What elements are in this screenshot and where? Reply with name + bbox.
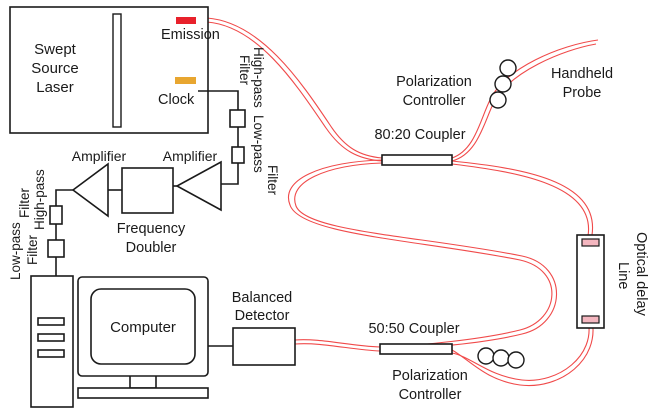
drive-bay-3	[37, 349, 65, 358]
doubler-label: Doubler	[126, 240, 177, 256]
coupler-50-50-label: 50:50 Coupler	[368, 321, 459, 337]
coupler-80-20	[381, 154, 453, 166]
delay-mirror-bottom	[581, 315, 600, 324]
fiber-emission	[206, 17, 383, 159]
balanced-detector	[232, 327, 296, 366]
pol-ctrl-bottom-label-2: Controller	[399, 387, 462, 403]
frequency-label: Frequency	[117, 221, 186, 237]
clock-marker	[175, 77, 196, 84]
polarization-controller-bottom	[477, 347, 525, 369]
line-label: Line	[615, 262, 631, 289]
fiber-delay-return	[451, 319, 594, 387]
fiber-loop	[287, 159, 553, 349]
low-pass-filter-right	[231, 146, 245, 164]
laser-label-1: Swept	[34, 41, 77, 58]
coupler-50-50	[379, 343, 453, 355]
emission-label: Emission	[161, 27, 220, 43]
handheld-label: Handheld	[551, 66, 613, 82]
low-pass-filter-left	[47, 239, 65, 258]
frequency-doubler	[121, 167, 174, 214]
amplifier-right	[175, 160, 222, 212]
optical-delay-label: Optical delay	[633, 232, 649, 317]
high-pass-label-left: High-pass	[32, 169, 47, 230]
keyboard	[77, 387, 209, 399]
delay-mirror-top	[581, 238, 600, 247]
laser-label-3: Laser	[36, 79, 74, 96]
swept-source-laser	[9, 6, 209, 134]
drive-bay-2	[37, 333, 65, 342]
computer-label: Computer	[110, 319, 176, 336]
emission-marker	[176, 17, 196, 24]
high-pass-filter-left	[49, 205, 63, 225]
amplifier-left-label: Amplifier	[72, 148, 127, 164]
laser-cavity-bar	[112, 13, 122, 128]
filter-label-right-2: Filter	[265, 165, 280, 196]
balanced-label: Balanced	[232, 290, 292, 306]
pol-ctrl-bottom-label-1: Polarization	[392, 368, 468, 384]
low-pass-label-left: Low-pass	[8, 222, 23, 280]
coupler-80-20-label: 80:20 Coupler	[374, 127, 465, 143]
pol-ctrl-top-label-1: Polarization	[396, 74, 472, 90]
high-pass-label-right: High-pass	[251, 47, 266, 108]
monitor-stand	[129, 376, 157, 389]
detector-label: Detector	[235, 308, 290, 324]
fiber-delay	[451, 160, 594, 236]
laser-label-2: Source	[31, 60, 79, 77]
amplifier-right-label: Amplifier	[163, 148, 218, 164]
filter-label-right-1: Filter	[237, 55, 252, 86]
polarization-controller-top	[489, 59, 517, 109]
pol-ctrl-top-label-2: Controller	[403, 93, 466, 109]
filter-label-left-1: Filter	[17, 187, 32, 218]
amplifier-left	[71, 162, 109, 218]
filter-label-left-2: Filter	[25, 234, 40, 265]
clock-label: Clock	[158, 92, 195, 108]
probe-label: Probe	[563, 85, 602, 101]
drive-bay-1	[37, 317, 65, 326]
monitor-screen	[90, 288, 196, 365]
low-pass-label-right: Low-pass	[251, 115, 266, 173]
fiber-detector	[294, 339, 381, 348]
high-pass-filter-right	[229, 109, 246, 128]
optical-delay-line	[576, 234, 605, 329]
